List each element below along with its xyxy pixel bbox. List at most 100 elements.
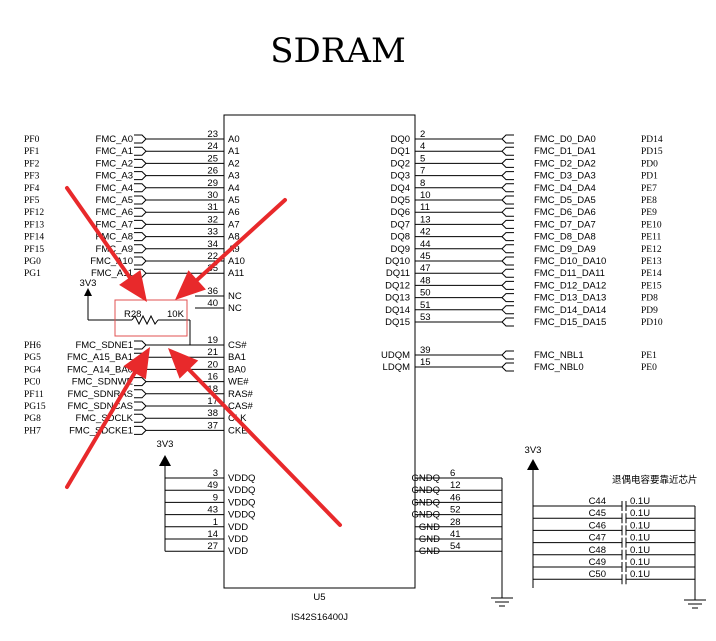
cap-value: 0.1U (630, 508, 650, 519)
pin-number: 35 (207, 263, 218, 274)
arrow-shaft (65, 370, 137, 489)
pin-number: 47 (420, 263, 431, 274)
chip-body (223, 114, 416, 589)
pin-name: GND (419, 522, 440, 533)
arrow-head (123, 347, 150, 380)
pin-number: 5 (420, 153, 425, 164)
chip-ref: U5 (313, 592, 325, 603)
red-arrow (65, 347, 150, 489)
port-name: PF13 (24, 220, 44, 230)
pin-number: 54 (450, 541, 461, 552)
net-port-left (134, 256, 147, 266)
pin-name: A4 (228, 183, 240, 194)
pin-name: DQ0 (390, 134, 410, 145)
net-port-left (134, 232, 147, 242)
pin-number: 49 (207, 480, 218, 491)
pin-number: 37 (207, 420, 218, 431)
pin-name: VDD (228, 534, 248, 545)
arrow-shaft (65, 186, 132, 280)
power-label: 3V3 (157, 439, 174, 450)
port-name: PC0 (24, 378, 41, 388)
port-name: PF11 (24, 390, 44, 400)
pin-number: 22 (207, 251, 218, 262)
net-port-right (501, 268, 514, 278)
net-port-left (134, 171, 147, 181)
net-name: FMC_A8 (96, 232, 133, 243)
pin-number: 39 (420, 345, 431, 356)
net-name: FMC_A4 (96, 183, 133, 194)
port-name: PH6 (24, 341, 41, 351)
port-name: PG1 (24, 269, 41, 279)
net-name: FMC_SDCLK (75, 413, 133, 424)
power-arrow (84, 288, 92, 296)
pin-number: 43 (207, 505, 218, 516)
pin-number: 46 (450, 492, 461, 503)
pin-number: 14 (207, 529, 218, 540)
net-name: FMC_D7_DA7 (534, 219, 596, 230)
net-port-right (501, 280, 514, 290)
pin-name: A7 (228, 219, 240, 230)
pin-number: 8 (420, 178, 425, 189)
pin-name: VDDQ (228, 485, 255, 496)
port-name: PG8 (24, 414, 41, 424)
pin-number: 18 (207, 384, 218, 395)
port-name: PF12 (24, 208, 44, 218)
pin-name: VDDQ (228, 510, 255, 521)
power-label: 3V3 (80, 278, 97, 289)
pin-number: 30 (207, 190, 218, 201)
arrow-shaft (195, 198, 287, 282)
net-port-left (134, 401, 147, 411)
power-label: 3V3 (525, 445, 542, 456)
pin-name: VDDQ (228, 497, 255, 508)
net-name: FMC_D11_DA11 (534, 268, 605, 279)
port-name: PD9 (641, 306, 658, 316)
pin-number: 29 (207, 178, 218, 189)
net-name: FMC_D15_DA15 (534, 317, 606, 328)
net-name: FMC_D2_DA2 (534, 158, 596, 169)
net-port-right (501, 146, 514, 156)
cap-value: 0.1U (630, 545, 650, 556)
port-name: PD0 (641, 159, 658, 169)
cap-ref: C45 (589, 508, 606, 519)
net-port-left (134, 377, 147, 387)
net-port-left (134, 413, 147, 423)
pin-name: A1 (228, 146, 240, 157)
pin-name: DQ9 (390, 244, 410, 255)
net-name: FMC_SDNCAS (68, 401, 133, 412)
annotation-arrows (65, 186, 342, 527)
net-name: FMC_A2 (96, 158, 133, 169)
net-name: FMC_D4_DA4 (534, 183, 596, 194)
pin-number: 34 (207, 239, 218, 250)
pin-number: 20 (207, 359, 218, 370)
pin-number: 31 (207, 202, 218, 213)
pin-number: 45 (420, 251, 431, 262)
pin-number: 4 (420, 141, 425, 152)
pin-number: 33 (207, 227, 218, 238)
pin-number: 53 (420, 312, 431, 323)
pin-name: DQ2 (390, 158, 410, 169)
port-name: PE14 (641, 269, 662, 279)
net-port-left (134, 158, 147, 168)
pin-number: 44 (420, 239, 431, 250)
pin-name: DQ15 (385, 317, 410, 328)
net-port-right (501, 195, 514, 205)
pin-number: 52 (450, 505, 461, 516)
net-port-right (501, 183, 514, 193)
pin-name: CKE (228, 425, 248, 436)
pin-name: DQ6 (390, 207, 410, 218)
pin-number: 38 (207, 408, 218, 419)
net-name: FMC_A7 (96, 219, 133, 230)
net-name: FMC_D13_DA13 (534, 293, 606, 304)
net-name: FMC_D10_DA10 (534, 256, 606, 267)
page-title: SDRAM (270, 31, 406, 71)
port-name: PG0 (24, 257, 41, 267)
port-name: PE1 (641, 351, 657, 361)
pin-name: GNDQ (412, 485, 441, 496)
port-name: PD15 (641, 147, 663, 157)
pin-name: A3 (228, 171, 240, 182)
arrow-head (119, 269, 147, 302)
pin-number: 40 (207, 298, 218, 309)
pin-name: NC (228, 303, 242, 314)
net-name: FMC_A10 (90, 256, 133, 267)
